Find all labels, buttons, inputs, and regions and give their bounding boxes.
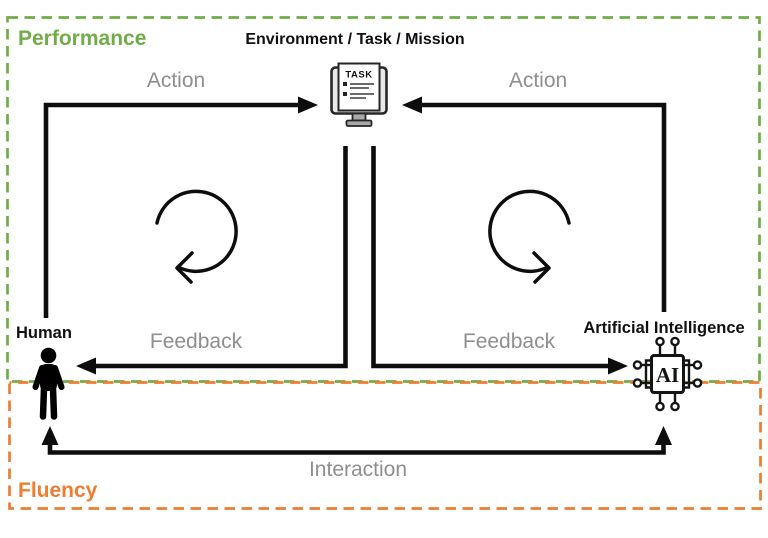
fluency-zone-label: Fluency — [18, 479, 98, 502]
performance-zone-label: Performance — [18, 27, 147, 50]
human-label: Human — [16, 324, 72, 342]
performance-zone-border — [6, 16, 761, 383]
action-left-arrowhead — [298, 96, 318, 114]
action-right-label: Action — [508, 69, 568, 92]
environment-title: Environment / Task / Mission — [245, 31, 465, 48]
interaction-left-arrowhead — [41, 426, 59, 445]
counterclockwise-loop-arrow — [488, 189, 571, 274]
interaction-label: Interaction — [308, 458, 408, 481]
action-right-arrow — [421, 102, 667, 312]
action-left-arrow — [43, 102, 299, 318]
feedback-right-label: Feedback — [462, 330, 556, 353]
feedback-right-arrowhead — [608, 357, 628, 375]
ai-label: Artificial Intelligence — [583, 319, 745, 337]
interaction-arrow — [47, 431, 666, 455]
feedback-left-arrowhead — [76, 357, 96, 375]
clockwise-loop-arrow — [155, 189, 238, 274]
task-monitor-icon: TASK — [330, 62, 388, 127]
task-icon-text: TASK — [345, 70, 372, 81]
interaction-right-arrowhead — [655, 426, 672, 445]
fluency-zone-border — [8, 381, 762, 510]
feedback-right-arrow — [371, 146, 609, 369]
human-icon — [32, 347, 65, 420]
ai-icon-text: AI — [656, 363, 679, 387]
feedback-left-label: Feedback — [149, 330, 243, 353]
action-right-arrowhead — [402, 96, 422, 114]
clockwise-loop-arrowhead — [175, 251, 194, 284]
feedback-left-arrow — [95, 146, 348, 369]
action-left-label: Action — [146, 69, 206, 92]
ai-chip-icon: AI — [632, 336, 703, 412]
counterclockwise-loop-arrowhead — [532, 251, 551, 284]
